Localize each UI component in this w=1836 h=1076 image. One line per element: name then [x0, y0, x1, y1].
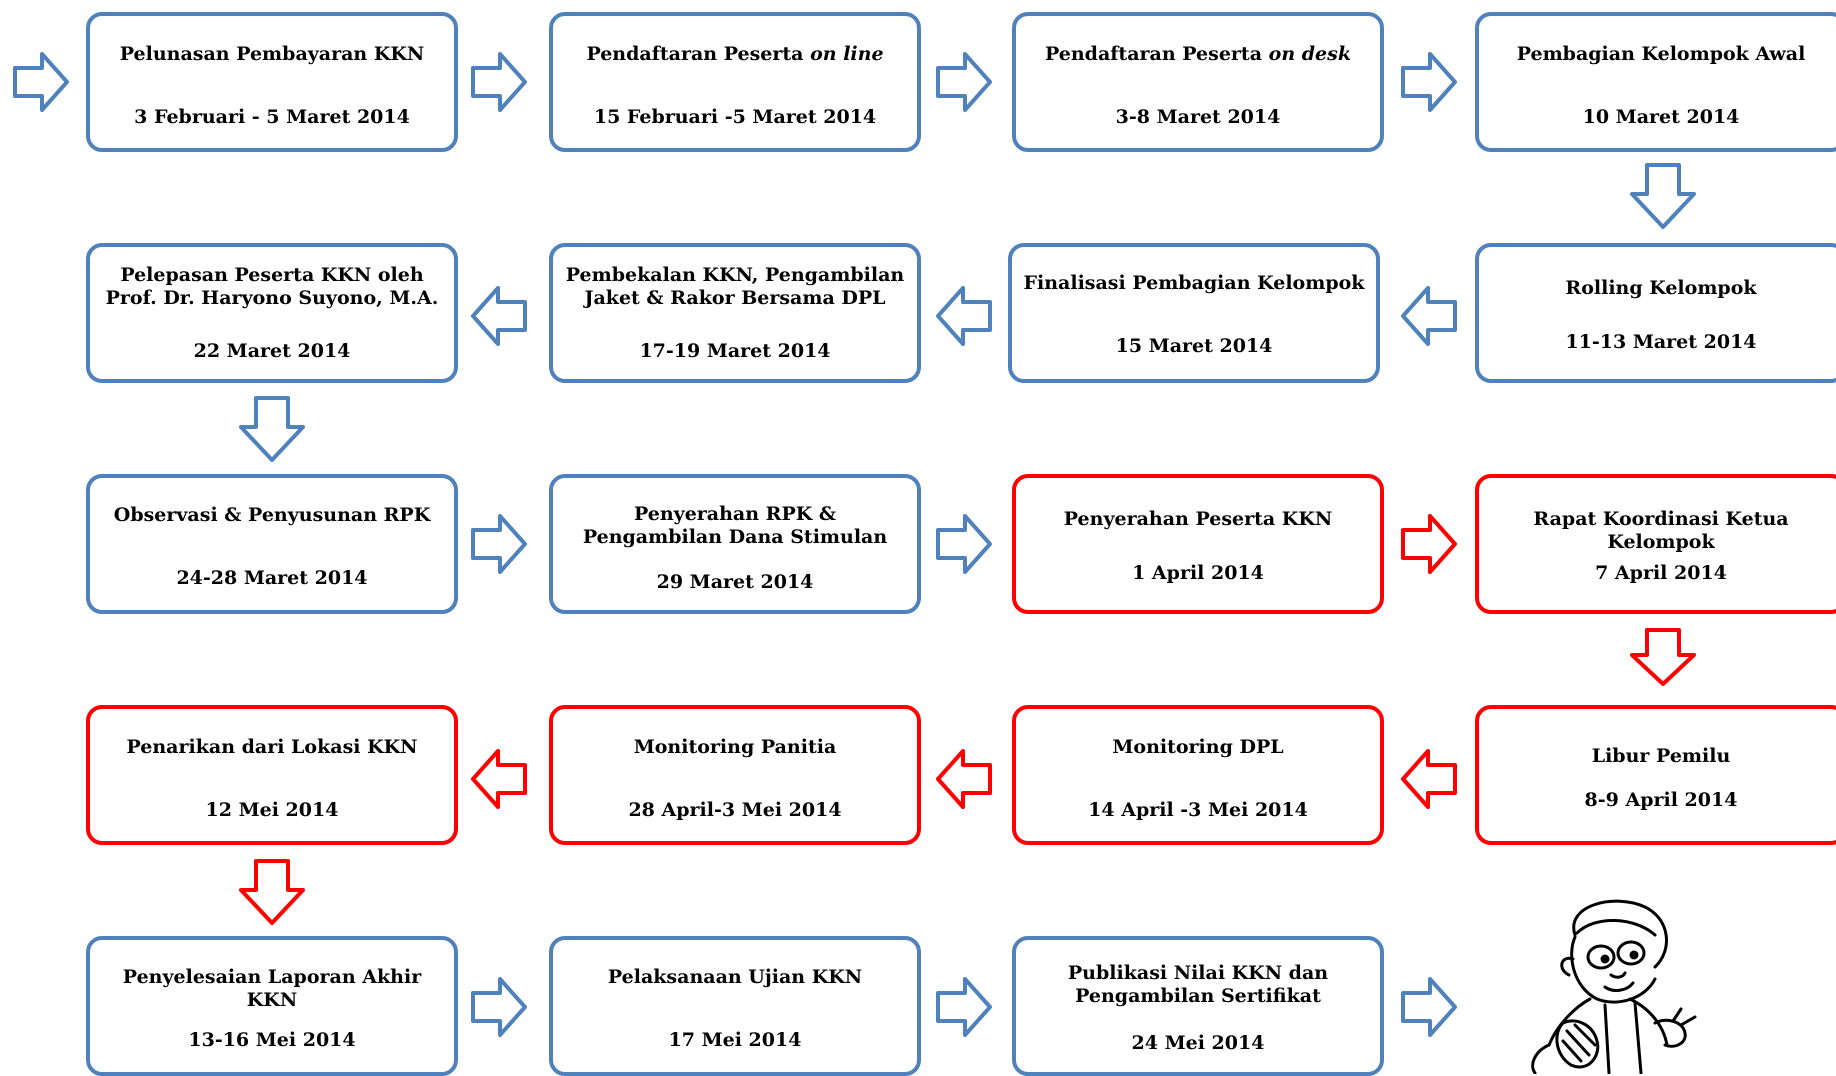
step-box-4: Pembagian Kelompok Awal 10 Maret 2014 [1475, 12, 1836, 152]
step-title: Finalisasi Pembagian Kelompok [1023, 272, 1365, 294]
step-box-17: Penyelesaian Laporan Akhir KKN 13-16 Mei… [86, 936, 458, 1076]
step-title: Rapat Koordinasi Ketua Kelompok [1533, 508, 1789, 553]
step-date: 1 April 2014 [1132, 562, 1264, 584]
step-date: 17 Mei 2014 [668, 1029, 802, 1051]
step-title: Pendaftaran Peserta on desk [1026, 43, 1370, 66]
step-title: Pelepasan Peserta KKN oleh Prof. Dr. Har… [105, 264, 439, 309]
step-box-6: Finalisasi Pembagian Kelompok 15 Maret 2… [1008, 243, 1380, 383]
step-box-13: Libur Pemilu 8-9 April 2014 [1475, 705, 1836, 845]
step-title: Penyerahan Peserta KKN [1063, 508, 1333, 530]
step-date: 13-16 Mei 2014 [188, 1029, 356, 1051]
step-date: 17-19 Maret 2014 [639, 340, 831, 362]
step-title: Penyelesaian Laporan Akhir KKN [122, 966, 422, 1011]
step-title: Monitoring Panitia [633, 736, 837, 758]
arrow-left-icon [471, 286, 527, 346]
step-box-2: Pendaftaran Peserta on line 15 Februari … [549, 12, 921, 152]
step-box-10: Penyerahan RPK & Pengambilan Dana Stimul… [549, 474, 921, 614]
step-box-1: Pelunasan Pembayaran KKN 3 Februari - 5 … [86, 12, 458, 152]
step-title: Rolling Kelompok [1565, 277, 1757, 299]
step-box-12: Rapat Koordinasi Ketua Kelompok 7 April … [1475, 474, 1836, 614]
step-box-3: Pendaftaran Peserta on desk 3-8 Maret 20… [1012, 12, 1384, 152]
step-date: 22 Maret 2014 [193, 340, 351, 362]
step-box-11: Penyerahan Peserta KKN 1 April 2014 [1012, 474, 1384, 614]
arrow-right-icon [936, 52, 992, 112]
step-date: 11-13 Maret 2014 [1565, 331, 1757, 353]
step-date: 24-28 Maret 2014 [176, 567, 368, 589]
step-title-italic: on line [810, 43, 884, 65]
step-date: 7 April 2014 [1595, 562, 1727, 584]
cartoon-boy-illustration [1531, 899, 1697, 1074]
step-date: 3-8 Maret 2014 [1115, 106, 1281, 128]
step-date: 24 Mei 2014 [1131, 1032, 1265, 1054]
step-box-19: Publikasi Nilai KKN dan Pengambilan Sert… [1012, 936, 1384, 1076]
step-date: 15 Februari -5 Maret 2014 [593, 106, 877, 128]
step-title: Pelunasan Pembayaran KKN [119, 43, 425, 65]
step-title: Pembekalan KKN, Pengambilan Jaket & Rako… [565, 264, 905, 309]
arrow-right-icon [936, 977, 992, 1037]
step-title: Penarikan dari Lokasi KKN [126, 736, 418, 758]
step-date: 14 April -3 Mei 2014 [1088, 799, 1308, 821]
step-date: 3 Februari - 5 Maret 2014 [134, 106, 410, 128]
arrow-right-icon [1401, 514, 1457, 574]
step-date: 10 Maret 2014 [1582, 106, 1740, 128]
arrow-right-icon [1401, 52, 1457, 112]
arrow-right-icon [936, 514, 992, 574]
arrow-down-icon [1630, 163, 1696, 229]
step-box-15: Monitoring Panitia 28 April-3 Mei 2014 [549, 705, 921, 845]
arrow-right-icon [471, 514, 527, 574]
step-date: 12 Mei 2014 [205, 799, 339, 821]
step-title: Pelaksanaan Ujian KKN [607, 966, 863, 988]
step-date: 15 Maret 2014 [1115, 335, 1273, 357]
arrow-left-icon [936, 749, 992, 809]
arrow-down-icon [239, 859, 305, 925]
step-title-text: Pendaftaran Peserta [586, 43, 804, 65]
step-title: Libur Pemilu [1591, 745, 1731, 767]
step-box-5: Rolling Kelompok 11-13 Maret 2014 [1475, 243, 1836, 383]
step-date: 8-9 April 2014 [1584, 789, 1738, 811]
arrow-right-icon [471, 977, 527, 1037]
arrow-down-icon [239, 396, 305, 462]
step-title: Penyerahan RPK & Pengambilan Dana Stimul… [582, 503, 888, 548]
arrow-left-icon [471, 749, 527, 809]
arrow-down-icon [1630, 628, 1696, 686]
step-box-18: Pelaksanaan Ujian KKN 17 Mei 2014 [549, 936, 921, 1076]
step-box-8: Pelepasan Peserta KKN oleh Prof. Dr. Har… [86, 243, 458, 383]
step-title: Monitoring DPL [1112, 736, 1284, 758]
step-title: Publikasi Nilai KKN dan Pengambilan Sert… [1067, 962, 1329, 1007]
arrow-left-icon [1401, 286, 1457, 346]
arrow-right-icon [1401, 977, 1457, 1037]
step-box-14: Monitoring DPL 14 April -3 Mei 2014 [1012, 705, 1384, 845]
step-title: Pendaftaran Peserta on line [563, 43, 907, 66]
step-box-16: Penarikan dari Lokasi KKN 12 Mei 2014 [86, 705, 458, 845]
step-title-text: Pendaftaran Peserta [1044, 43, 1263, 65]
step-date: 28 April-3 Mei 2014 [628, 799, 842, 821]
arrow-right-icon [471, 52, 527, 112]
step-date: 29 Maret 2014 [656, 571, 814, 593]
arrow-left-icon [936, 286, 992, 346]
step-title-italic: on desk [1268, 43, 1351, 65]
arrow-right-icon [13, 52, 69, 112]
step-title: Observasi & Penyusunan RPK [113, 504, 431, 526]
step-box-9: Observasi & Penyusunan RPK 24-28 Maret 2… [86, 474, 458, 614]
step-box-7: Pembekalan KKN, Pengambilan Jaket & Rako… [549, 243, 921, 383]
arrow-left-icon [1401, 749, 1457, 809]
step-title: Pembagian Kelompok Awal [1516, 43, 1806, 65]
